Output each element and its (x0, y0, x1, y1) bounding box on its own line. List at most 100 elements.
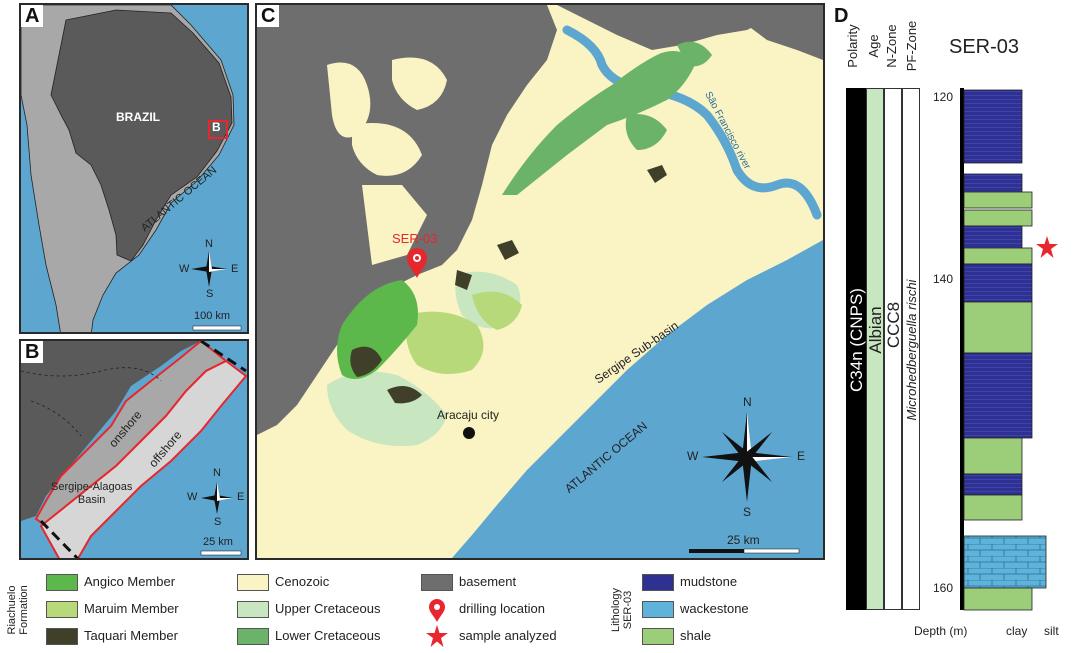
depth-axis (960, 88, 964, 610)
compass-a-e: E (231, 263, 239, 275)
legend-cenozoic: Cenozoic (275, 574, 330, 589)
lithology-log (960, 89, 1047, 611)
log-layer-shale (963, 494, 1023, 521)
swatch-basement (421, 574, 453, 591)
compass-a-n: N (205, 238, 213, 250)
lithology-title: SER-03 (949, 36, 1020, 58)
xlabel-depth: Depth (m) (914, 624, 968, 638)
swatch-cenozoic (237, 574, 269, 591)
swatch-shale (642, 628, 674, 645)
brazil-shape (50, 9, 233, 262)
panel-b-label: B (21, 341, 44, 363)
panel-c-label: C (257, 5, 280, 27)
polarity-column (846, 88, 866, 610)
compass-c-e: E (797, 449, 806, 463)
legend-basement: basement (459, 574, 517, 589)
column-header-nzone: N-Zone (884, 24, 899, 68)
inset-box-b (208, 120, 228, 139)
compass-c-w: W (687, 449, 699, 463)
log-layer-shale (963, 587, 1033, 611)
well-marker (407, 248, 427, 278)
legend-lithology-title: Lithology SER-03 (610, 587, 634, 633)
legend-maruim: Maruim Member (84, 601, 179, 616)
legend-drilling: drilling location (459, 601, 545, 616)
panel-a-map (21, 5, 242, 332)
panel-d-label: D (830, 5, 853, 27)
taquari-area (350, 346, 382, 377)
log-layer-mud (963, 173, 1023, 193)
xlabel-silt: silt (1044, 624, 1059, 638)
log-layer-mud (963, 352, 1033, 439)
swatch-wackestone (642, 601, 674, 618)
log-layer-mud (963, 263, 1033, 303)
panel-a: A BRAZIL B ATLANTIC OCEAN N S W E 100 km (19, 3, 249, 334)
maruim-area (405, 311, 484, 374)
well-label: SER-03 (392, 231, 438, 246)
depth-tick-160: 160 (933, 581, 954, 595)
scale-a-label: 100 km (194, 310, 231, 322)
brazil-label: BRAZIL (116, 110, 160, 124)
scale-c-label: 25 km (727, 533, 760, 547)
log-layer-shale (963, 301, 1033, 354)
log-layer-shale (963, 247, 1033, 265)
inset-marker-b: B (212, 120, 221, 134)
compass-b-n: N (213, 467, 221, 479)
swatch-taquari (46, 628, 78, 645)
swatch-lower-cret (237, 628, 269, 645)
nzone-value: CCC8 (884, 301, 903, 349)
pfzone-column (902, 88, 920, 610)
basin-label: Sergipe-Alagoas Basin (51, 481, 133, 506)
drilling-location-icon (429, 599, 445, 622)
legend-taquari: Taquari Member (84, 628, 178, 643)
ocean-area (452, 240, 823, 558)
column-header-age: Age (866, 34, 881, 58)
log-layer-wack (963, 535, 1047, 589)
legend-mudstone: mudstone (680, 574, 738, 589)
compass-b-s: S (214, 516, 222, 528)
compass-c-s: S (743, 505, 752, 519)
polarity-value: C34n (CNPS) (847, 288, 866, 392)
age-value: Albian (866, 306, 885, 354)
sample-star-icon (1036, 236, 1058, 258)
compass-b-w: W (187, 491, 198, 503)
pfzone-value: Microhedberguella rischi (904, 279, 919, 421)
log-layer-shale (963, 437, 1023, 475)
depth-tick-120: 120 (933, 90, 954, 104)
log-layer-shale (963, 191, 1033, 209)
sample-star-legend-icon (426, 625, 448, 647)
panel-c-map (257, 5, 823, 558)
scale-b-label: 25 km (203, 536, 233, 548)
offshore-area (39, 359, 247, 558)
swatch-maruim (46, 601, 78, 618)
legend-sample: sample analyzed (459, 628, 557, 643)
log-layer-mud (963, 473, 1023, 496)
compass-a-s: S (206, 288, 214, 300)
xlabel-clay: clay (1006, 624, 1028, 638)
age-column (866, 88, 884, 610)
depth-tick-140: 140 (933, 272, 954, 286)
legend: Riachuelo Formation Angico Member Maruim… (0, 562, 830, 653)
panel-c: C SER-03 Aracaju city Sergipe Sub-basin … (255, 3, 825, 560)
log-layer-mud (963, 89, 1023, 164)
legend-angico: Angico Member (84, 574, 176, 589)
log-layer-shale (963, 209, 1033, 227)
compass-c-glyph (702, 412, 792, 502)
panel-d: D SER-03 Polarity Age N-Zone PF-Zone C34… (830, 0, 1081, 653)
swatch-upper-cret (237, 601, 269, 618)
nzone-column (884, 88, 902, 610)
city-label: Aracaju city (437, 408, 500, 422)
legend-riachuelo-title: Riachuelo Formation (6, 585, 30, 635)
log-layer-mud (963, 225, 1023, 249)
swatch-angico (46, 574, 78, 591)
river-path (562, 25, 822, 220)
column-header-pfzone: PF-Zone (904, 20, 919, 72)
compass-c-n: N (743, 395, 752, 409)
swatch-mudstone (642, 574, 674, 591)
column-header-polarity: Polarity (845, 24, 860, 68)
city-dot (463, 427, 475, 439)
panel-b-map (21, 341, 247, 558)
legend-shale: shale (680, 628, 712, 643)
legend-wackestone: wackestone (680, 601, 749, 616)
compass-a-w: W (179, 263, 190, 275)
panel-b: B onshore offshore Sergipe-Alagoas Basin… (19, 339, 249, 560)
